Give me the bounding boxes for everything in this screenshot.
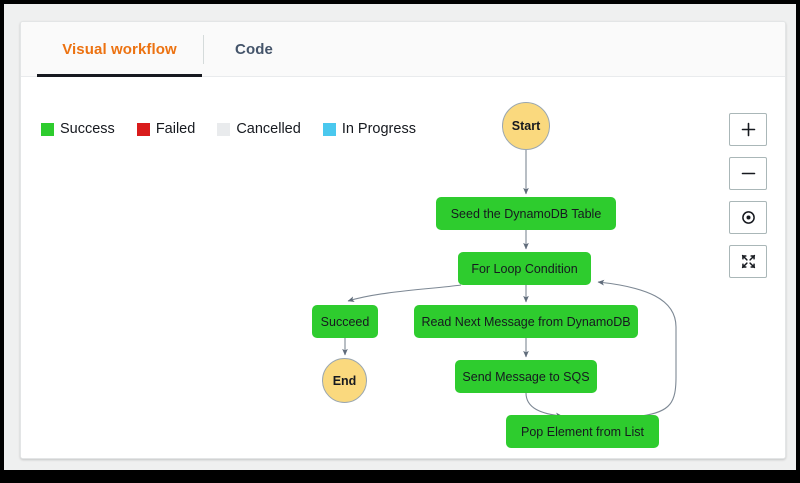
workflow-node-start-label: Start xyxy=(511,119,541,133)
legend-item-success: Success xyxy=(41,121,115,137)
zoom-reset-button[interactable] xyxy=(729,201,767,234)
workflow-node-succeed[interactable]: Succeed xyxy=(312,305,378,338)
workflow-node-read-next-message-from-dynamodb[interactable]: Read Next Message from DynamoDB xyxy=(414,305,638,338)
legend-swatch-success xyxy=(41,122,54,136)
workflow-edges xyxy=(342,150,677,419)
workflow-node-pop-element-from-list[interactable]: Pop Element from List xyxy=(506,415,659,448)
expand-arrows-icon xyxy=(741,254,755,269)
legend-label-in-progress: In Progress xyxy=(341,121,416,137)
fit-to-screen-button[interactable] xyxy=(729,245,767,278)
workflow-node-succeed-label: Succeed xyxy=(320,314,370,329)
workflow-node-end[interactable]: End xyxy=(322,358,367,403)
tab-bar: Visual workflow Code xyxy=(21,22,785,77)
legend-item-cancelled: Cancelled xyxy=(217,121,301,137)
tab-code-label: Code xyxy=(235,41,273,58)
canvas-controls xyxy=(729,113,767,289)
legend-swatch-in-progress xyxy=(322,122,336,136)
edge-sendsqs-to-popelement xyxy=(525,392,563,419)
workflow-node-send-message-to-sqs-label: Send Message to SQS xyxy=(462,369,590,384)
minus-icon xyxy=(741,172,755,175)
status-legend: Success Failed Cancelled In Progress xyxy=(41,121,438,137)
workflow-node-start[interactable]: Start xyxy=(502,102,550,150)
workflow-node-for-loop-condition[interactable]: For Loop Condition xyxy=(458,252,591,285)
workflow-node-send-message-to-sqs[interactable]: Send Message to SQS xyxy=(455,360,597,393)
tab-separator xyxy=(203,35,204,64)
tab-active-indicator xyxy=(37,74,202,77)
legend-item-failed: Failed xyxy=(136,121,196,137)
legend-label-success: Success xyxy=(60,121,115,137)
workflow-node-end-label: End xyxy=(332,373,357,388)
tab-visual-workflow-label: Visual workflow xyxy=(62,41,177,58)
workflow-canvas[interactable]: Success Failed Cancelled In Progress xyxy=(21,77,785,458)
page-background: Visual workflow Code Success xyxy=(4,4,796,470)
tab-visual-workflow[interactable]: Visual workflow xyxy=(37,22,202,77)
workflow-node-seed-the-dynamodb-table-label: Seed the DynamoDB Table xyxy=(450,206,602,221)
legend-label-failed: Failed xyxy=(155,121,196,137)
workflow-node-for-loop-condition-label: For Loop Condition xyxy=(471,261,578,276)
tab-code[interactable]: Code xyxy=(204,22,304,77)
tab-bar-divider xyxy=(21,76,785,77)
plus-icon xyxy=(741,122,755,137)
legend-swatch-failed xyxy=(136,122,150,136)
legend-swatch-cancelled xyxy=(217,122,231,136)
workflow-card: Visual workflow Code Success xyxy=(20,21,786,459)
legend-label-cancelled: Cancelled xyxy=(236,121,301,137)
zoom-out-button[interactable] xyxy=(729,157,767,190)
edge-popelement-to-forloop xyxy=(597,279,677,417)
edge-forloop-to-succeed xyxy=(347,284,462,302)
workflow-node-seed-the-dynamodb-table[interactable]: Seed the DynamoDB Table xyxy=(436,197,616,230)
workflow-node-pop-element-from-list-label: Pop Element from List xyxy=(521,424,644,439)
zoom-in-button[interactable] xyxy=(729,113,767,146)
legend-item-in-progress: In Progress xyxy=(322,121,416,137)
target-dot-icon xyxy=(741,211,755,224)
workflow-node-read-next-message-from-dynamodb-label: Read Next Message from DynamoDB xyxy=(421,314,631,329)
workflow-graph: Start Seed the DynamoDB Table For Loop C… xyxy=(21,77,785,458)
